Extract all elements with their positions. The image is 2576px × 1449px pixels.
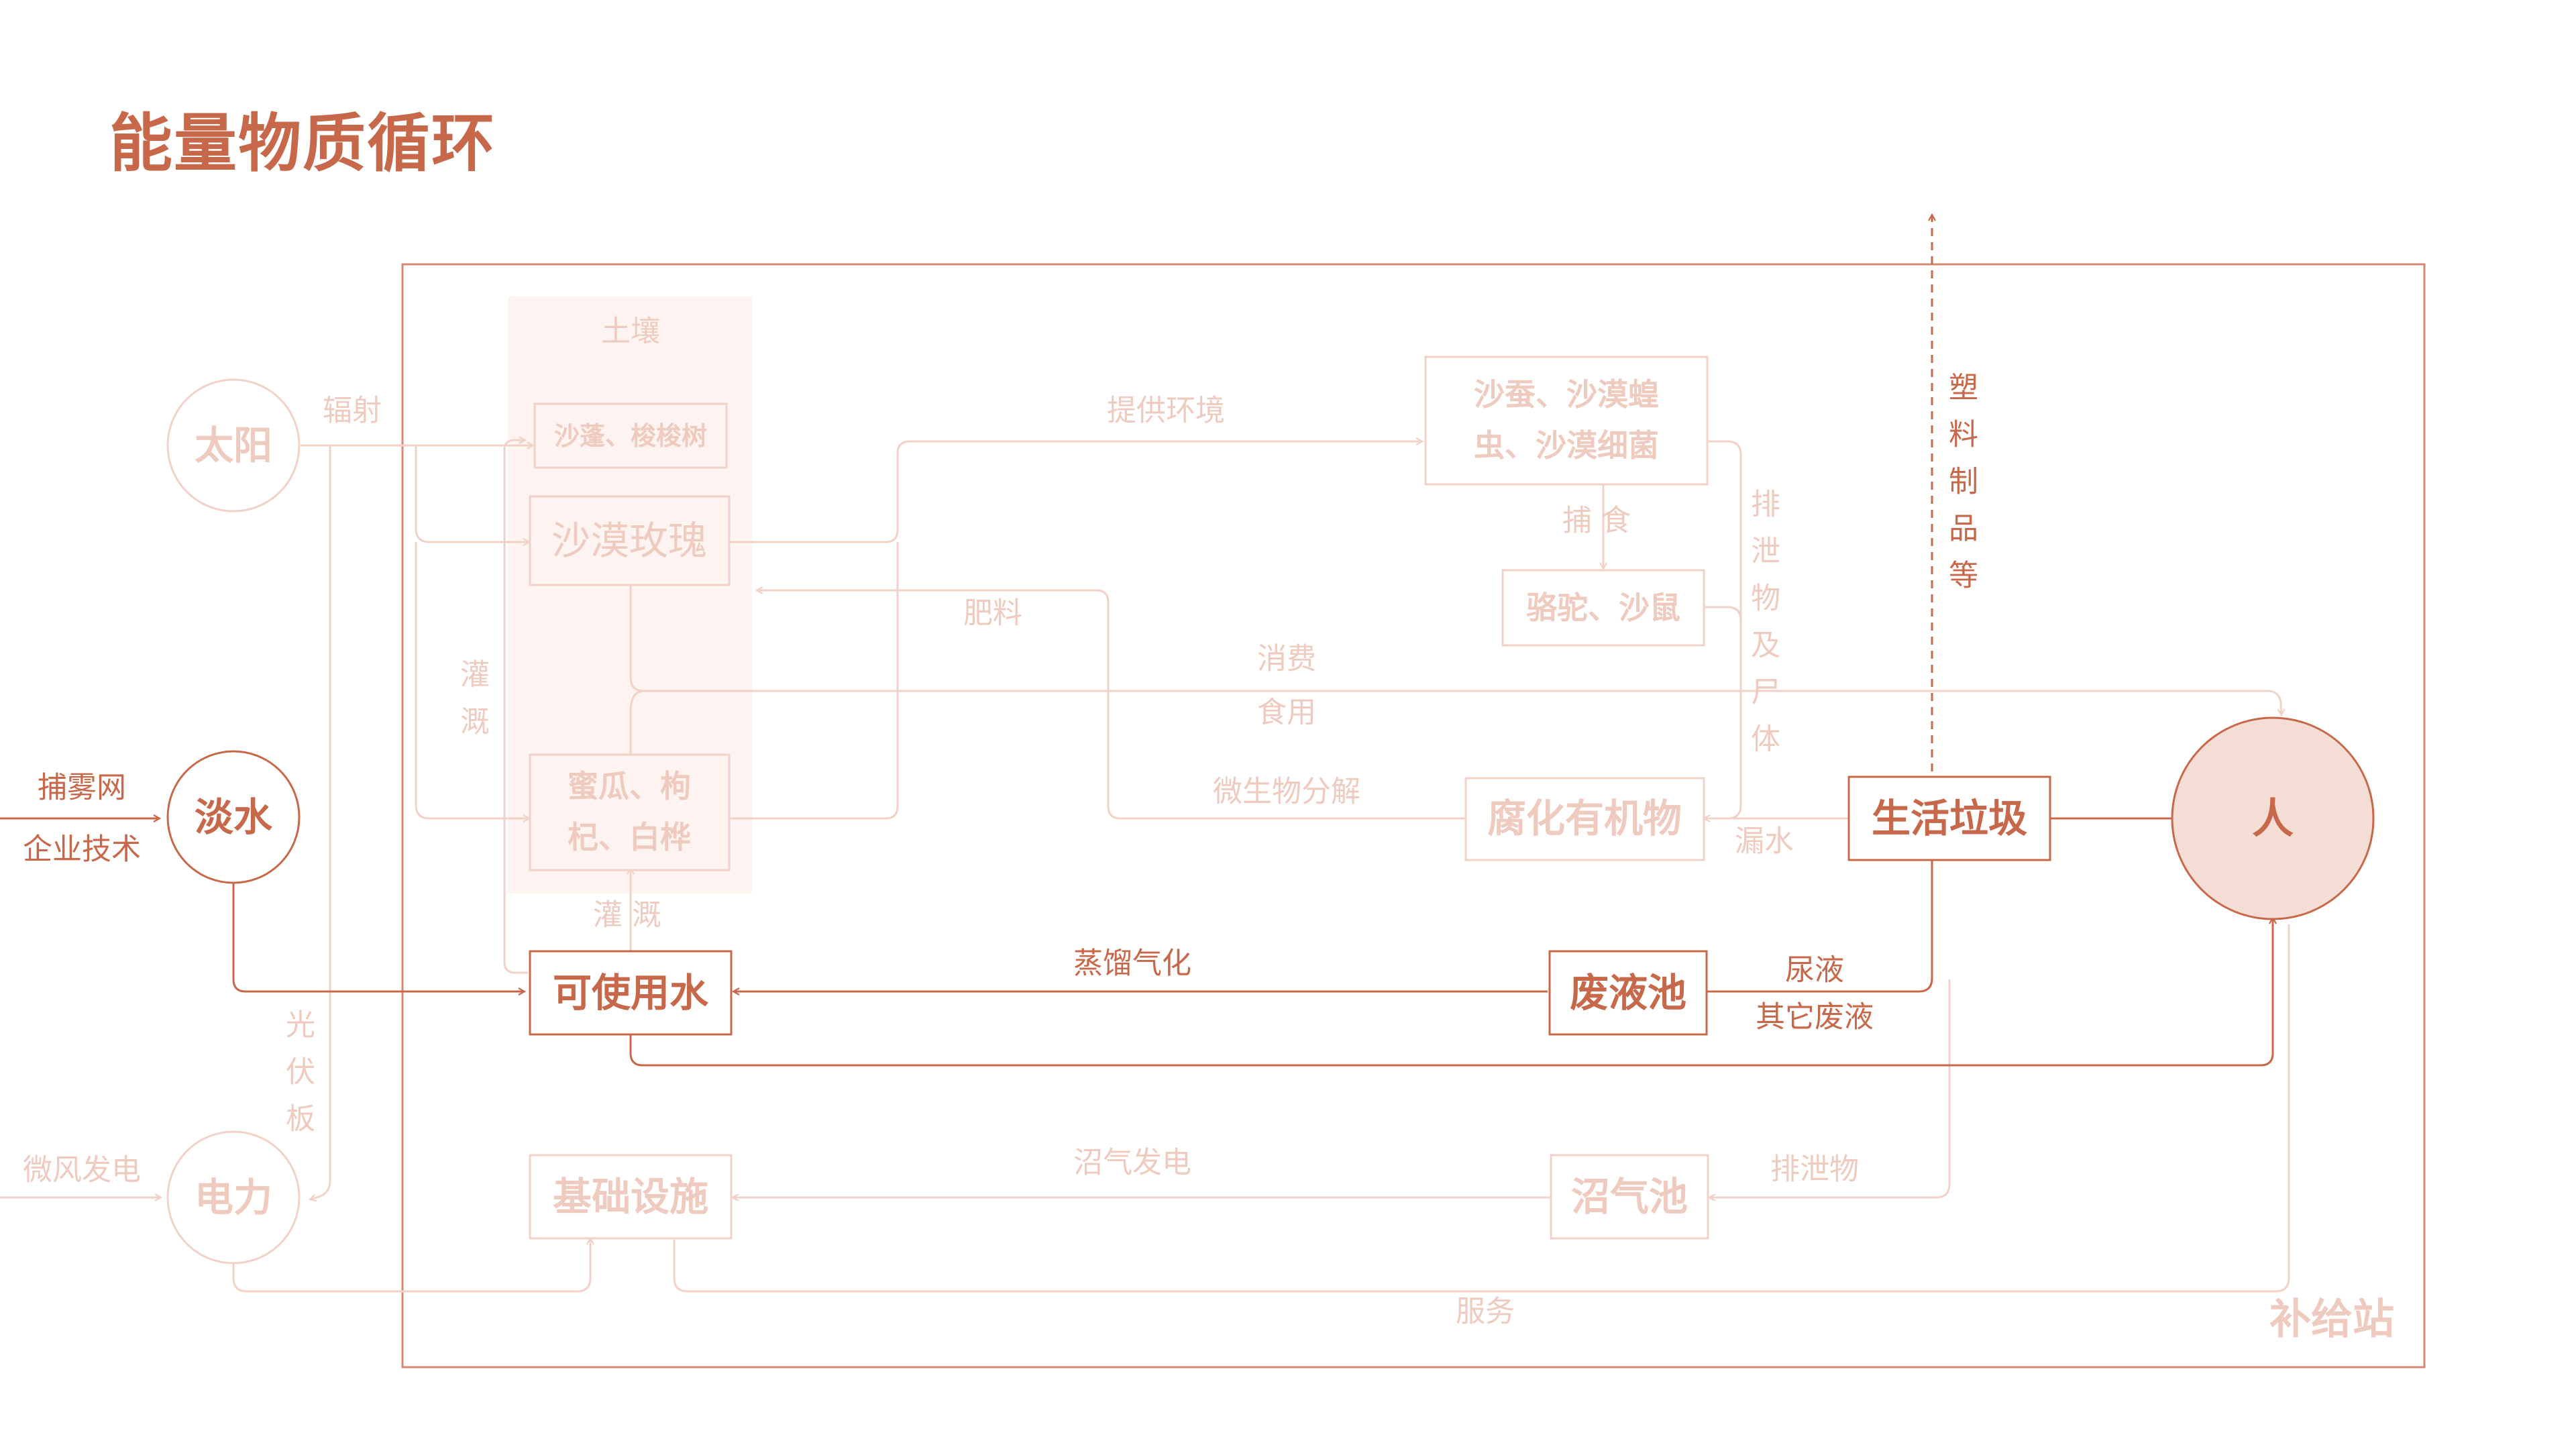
camel-label: 骆驼、沙鼠 — [1526, 590, 1680, 626]
person-label: 人 — [2252, 794, 2294, 843]
edge-insects-humus — [1704, 440, 1742, 818]
edge-garbage-pool — [1698, 859, 1933, 991]
garbage-box — [1847, 775, 2051, 861]
insects-label-line1: 沙蚕、沙漠蝗 — [1474, 376, 1659, 413]
camel-box — [1501, 569, 1705, 647]
humus-box — [1464, 777, 1705, 861]
station-label: 补给站 — [2269, 1295, 2394, 1344]
edge-water-person — [629, 918, 2273, 1067]
usable-water-label: 可使用水 — [553, 970, 709, 1016]
fognet-label: 捕雾网 — [38, 771, 126, 805]
irrigation-h-label: 灌 溉 — [593, 898, 661, 932]
biogas-power-label: 沼气发电 — [1073, 1146, 1191, 1180]
insects-label-line2: 虫、沙漠细菌 — [1474, 427, 1659, 464]
decompose-label: 微生物分解 — [1213, 775, 1360, 809]
plastics-label-5: 等 — [1949, 559, 1978, 593]
provide-env-label: 提供环境 — [1107, 394, 1225, 428]
edge-sun-rose — [415, 445, 529, 542]
food-label: 食用 — [1257, 696, 1316, 730]
biogas-pool-label: 沼气池 — [1571, 1174, 1688, 1220]
soil-label: 土壤 — [601, 315, 660, 349]
edge-freshwater-water — [232, 879, 525, 991]
other-waste-label: 其它废液 — [1756, 1000, 1874, 1034]
excreta-corpse-label-3: 物 — [1751, 582, 1780, 616]
waste-pool-box — [1548, 950, 1708, 1036]
excreta-corpse-label-4: 及 — [1751, 629, 1780, 663]
radiation-label: 辐射 — [323, 394, 382, 428]
excreta-label: 排泄物 — [1770, 1152, 1859, 1187]
fertilizer-label: 肥料 — [963, 596, 1022, 631]
distill-label: 蒸馏气化 — [1073, 947, 1191, 981]
edge-infra-person — [673, 924, 2290, 1293]
insects-box — [1424, 356, 1709, 486]
irrigation-v-label-2: 溉 — [460, 705, 490, 739]
sun-node — [166, 378, 301, 513]
edge-rose-insects — [729, 441, 1422, 543]
edge-sun-power — [310, 445, 331, 1199]
plastics-label-2: 料 — [1949, 418, 1978, 452]
freshwater-label: 淡水 — [195, 794, 273, 840]
edge-humus-fertilizer — [757, 590, 1466, 820]
crops-box — [529, 753, 731, 871]
plants-box — [533, 402, 728, 469]
person-node — [2171, 716, 2375, 920]
excreta-corpse-label-5: 尸 — [1751, 676, 1780, 710]
excreta-corpse-label-1: 排 — [1751, 488, 1780, 522]
power-label: 电力 — [195, 1175, 272, 1220]
consume-label: 消费 — [1257, 642, 1316, 676]
urine-label: 尿液 — [1785, 953, 1844, 987]
edge-garbage-biogas — [1709, 979, 1951, 1197]
solar-panel-label-1: 光 — [286, 1008, 315, 1042]
sun-label: 太阳 — [195, 423, 272, 468]
edge-sun-crops — [415, 542, 529, 818]
crops-label-line1: 蜜瓜、枸 — [568, 768, 691, 804]
humus-label: 腐化有机物 — [1487, 796, 1682, 841]
predation-label: 捕 食 — [1562, 504, 1631, 538]
edge-consume-person — [629, 585, 2282, 715]
seep-label: 漏水 — [1735, 824, 1794, 859]
edge-camel-humus — [1704, 606, 1742, 621]
wind-power-label: 微风发电 — [23, 1153, 141, 1187]
plastics-label-3: 制 — [1949, 465, 1978, 499]
biogas-pool-box — [1550, 1154, 1709, 1240]
waste-pool-label: 废液池 — [1570, 970, 1686, 1016]
infrastructure-label: 基础设施 — [553, 1174, 708, 1220]
plastics-label-1: 塑 — [1949, 371, 1978, 405]
irrigation-v-label-1: 灌 — [460, 658, 490, 692]
enterprise-tech-label: 企业技术 — [23, 833, 141, 867]
edge-crops-insects — [729, 542, 899, 820]
excreta-corpse-label-6: 体 — [1751, 722, 1780, 757]
power-node — [166, 1130, 301, 1265]
infrastructure-box — [529, 1154, 733, 1240]
crops-label-line2: 杞、白桦 — [568, 819, 691, 855]
rose-label: 沙漠玫瑰 — [551, 518, 707, 564]
edge-water-irrigation-left — [503, 440, 528, 974]
edge-power-infra — [232, 1228, 590, 1293]
plastics-label-4: 品 — [1949, 512, 1978, 546]
page-title: 能量物质循环 — [109, 107, 496, 180]
plants-label: 沙蓬、梭梭树 — [554, 421, 707, 451]
garbage-label: 生活垃圾 — [1872, 796, 2027, 841]
excreta-corpse-label-2: 泄 — [1751, 535, 1780, 569]
solar-panel-label-3: 板 — [286, 1102, 315, 1136]
station-frame — [401, 263, 2426, 1368]
service-label: 服务 — [1456, 1295, 1515, 1329]
usable-water-box — [529, 950, 733, 1036]
edge-crops-consume — [629, 690, 645, 755]
rose-box — [529, 495, 731, 586]
freshwater-node — [166, 750, 301, 884]
solar-panel-label-2: 伏 — [286, 1055, 315, 1089]
